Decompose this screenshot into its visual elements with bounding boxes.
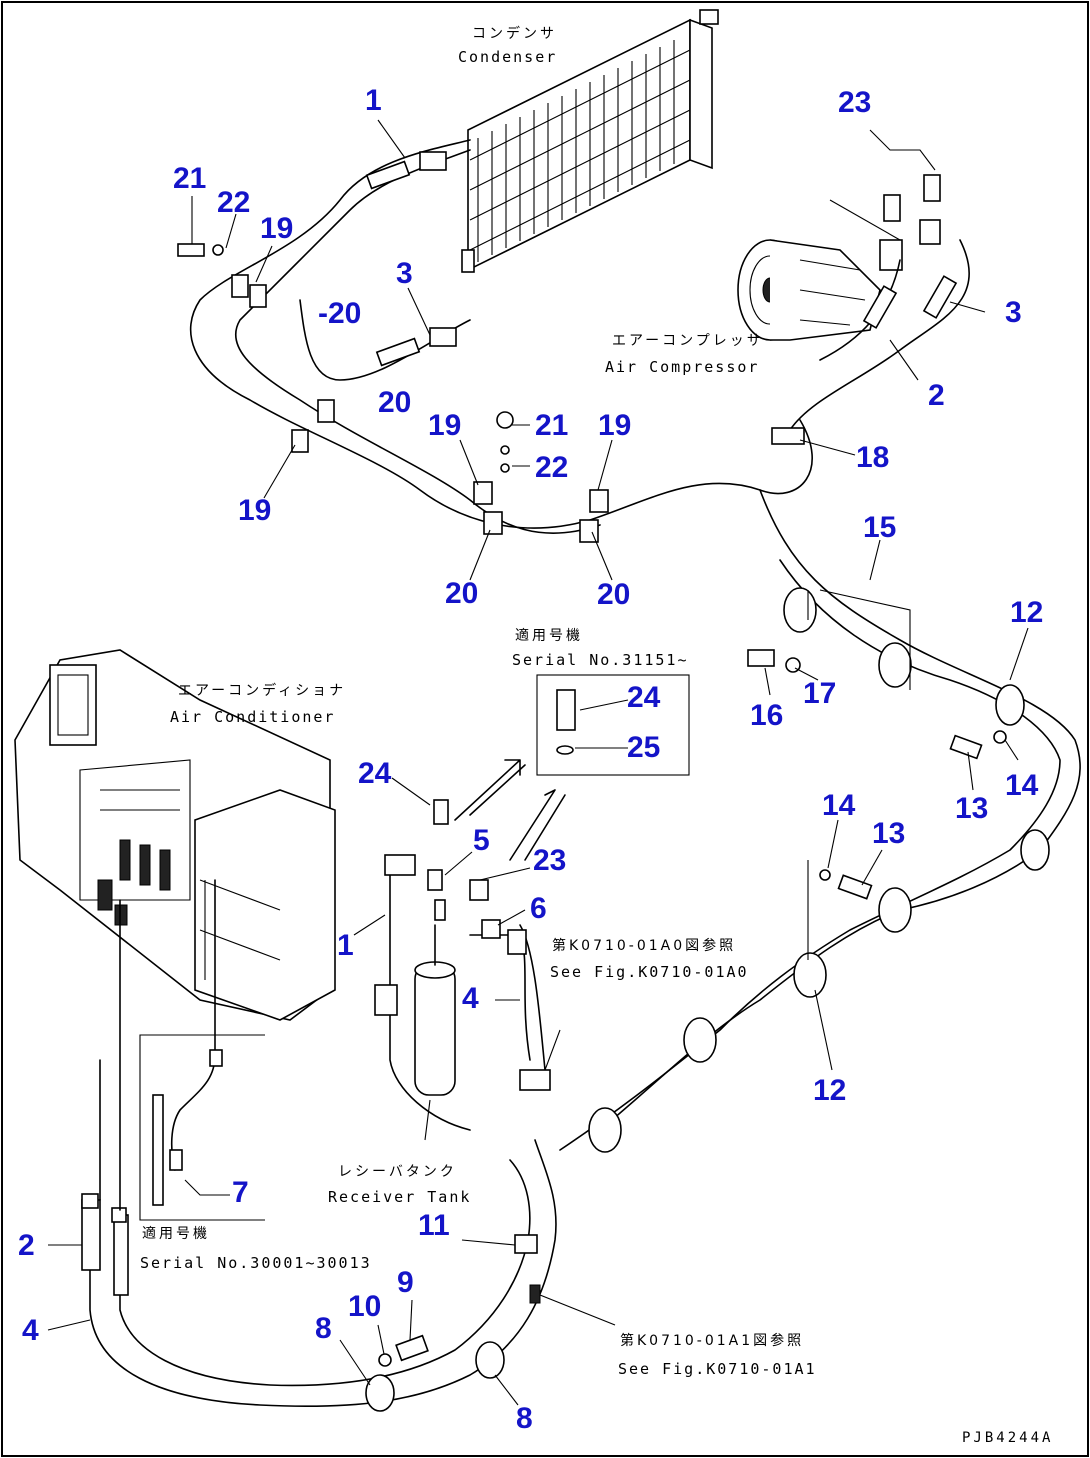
callout-label: 17 bbox=[803, 677, 836, 710]
inset-serial-lower bbox=[139, 879, 265, 1221]
drawing-code: PJB4244A bbox=[962, 1430, 1053, 1446]
callout-label: -20 bbox=[318, 297, 361, 330]
callout-label: 22 bbox=[217, 186, 250, 219]
callout-label: 20 bbox=[445, 577, 478, 610]
callout-label: 18 bbox=[856, 441, 889, 474]
component-captions: コンデンサ Condenser エアーコンプレッサ Air Compressor… bbox=[170, 25, 764, 1206]
callout-label: 6 bbox=[530, 892, 547, 925]
see-fig-a1-caption-jp: 第K0710-01A1図参照 bbox=[620, 1332, 804, 1349]
condenser-caption-en: Condenser bbox=[458, 48, 557, 66]
callout-label: 24 bbox=[358, 757, 392, 790]
serial-lower-caption-jp: 適用号機 bbox=[142, 1225, 210, 1242]
callout-label: 23 bbox=[838, 86, 871, 119]
serial-upper-caption-jp: 適用号機 bbox=[515, 627, 583, 644]
serial-lower-caption-en: Serial No.30001~30013 bbox=[140, 1254, 372, 1272]
callout-label: 19 bbox=[238, 494, 271, 527]
serial-upper-caption-en: Serial No.31151~ bbox=[512, 651, 689, 669]
inset-serial-upper bbox=[454, 674, 690, 861]
callout-label: 19 bbox=[428, 409, 461, 442]
see-fig-a0-caption-jp: 第K0710-01A0図参照 bbox=[552, 937, 736, 954]
callout-label: 20 bbox=[378, 386, 411, 419]
callout-label: 19 bbox=[260, 212, 293, 245]
receiver-tank-caption-en: Receiver Tank bbox=[328, 1188, 471, 1206]
callout-label: 13 bbox=[872, 817, 905, 850]
callout-label: 14 bbox=[822, 789, 856, 822]
right-hose-lines bbox=[559, 489, 1081, 1153]
callout-label: 22 bbox=[535, 451, 568, 484]
condenser-drawing bbox=[461, 9, 719, 273]
callout-label: 10 bbox=[348, 1290, 381, 1323]
callout-label: 3 bbox=[396, 257, 413, 290]
see-fig-a0-caption-en: See Fig.K0710-01A0 bbox=[550, 963, 749, 981]
callout-label: 25 bbox=[627, 731, 660, 764]
part-callouts: 1 23 21 22 19 3 -20 3 2 20 19 21 19 22 1… bbox=[18, 84, 1043, 1435]
callout-label: 16 bbox=[750, 699, 783, 732]
air-conditioner-caption-en: Air Conditioner bbox=[170, 708, 335, 726]
callout-label: 23 bbox=[533, 844, 566, 877]
callout-label: 4 bbox=[462, 982, 479, 1015]
callout-label: 1 bbox=[365, 84, 382, 117]
callout-label: 13 bbox=[955, 792, 988, 825]
lower-hose-lines bbox=[47, 899, 616, 1412]
air-conditioner-drawing bbox=[14, 649, 336, 1021]
air-conditioner-caption-jp: エアーコンディショナ bbox=[178, 682, 346, 699]
callout-label: 12 bbox=[813, 1074, 846, 1107]
callout-label: 20 bbox=[597, 578, 630, 611]
callout-label: 21 bbox=[173, 162, 206, 195]
see-fig-a1-caption-en: See Fig.K0710-01A1 bbox=[618, 1360, 817, 1378]
callout-label: 14 bbox=[1005, 769, 1039, 802]
condenser-caption-jp: コンデンサ bbox=[472, 25, 557, 42]
callout-label: 5 bbox=[473, 824, 490, 857]
callout-label: 8 bbox=[516, 1402, 533, 1435]
air-compressor-caption-en: Air Compressor bbox=[605, 358, 759, 376]
callout-label: 11 bbox=[418, 1209, 450, 1242]
receiver-tank-caption-jp: レシーバタンク bbox=[338, 1164, 457, 1180]
callout-label: 21 bbox=[535, 409, 568, 442]
callout-label: 7 bbox=[232, 1176, 249, 1209]
air-compressor-caption-jp: エアーコンプレッサ bbox=[612, 333, 764, 349]
note-captions: 適用号機 Serial No.31151~ 適用号機 Serial No.300… bbox=[140, 627, 1053, 1446]
callout-label: 19 bbox=[598, 409, 631, 442]
callout-label: 2 bbox=[18, 1229, 35, 1262]
callout-label: 8 bbox=[315, 1312, 332, 1345]
upper-hose-lines bbox=[177, 119, 986, 581]
air-compressor-drawing bbox=[737, 219, 941, 341]
callout-label: 1 bbox=[337, 929, 354, 962]
callout-label: 9 bbox=[397, 1266, 414, 1299]
callout-label: 15 bbox=[863, 511, 896, 544]
receiver-tank-drawing bbox=[353, 777, 561, 1141]
callout-label: 4 bbox=[22, 1314, 39, 1347]
callout-label: 2 bbox=[928, 379, 945, 412]
callout-label: 3 bbox=[1005, 296, 1022, 329]
callout-label: 24 bbox=[627, 681, 661, 714]
callout-label: 12 bbox=[1010, 596, 1043, 629]
